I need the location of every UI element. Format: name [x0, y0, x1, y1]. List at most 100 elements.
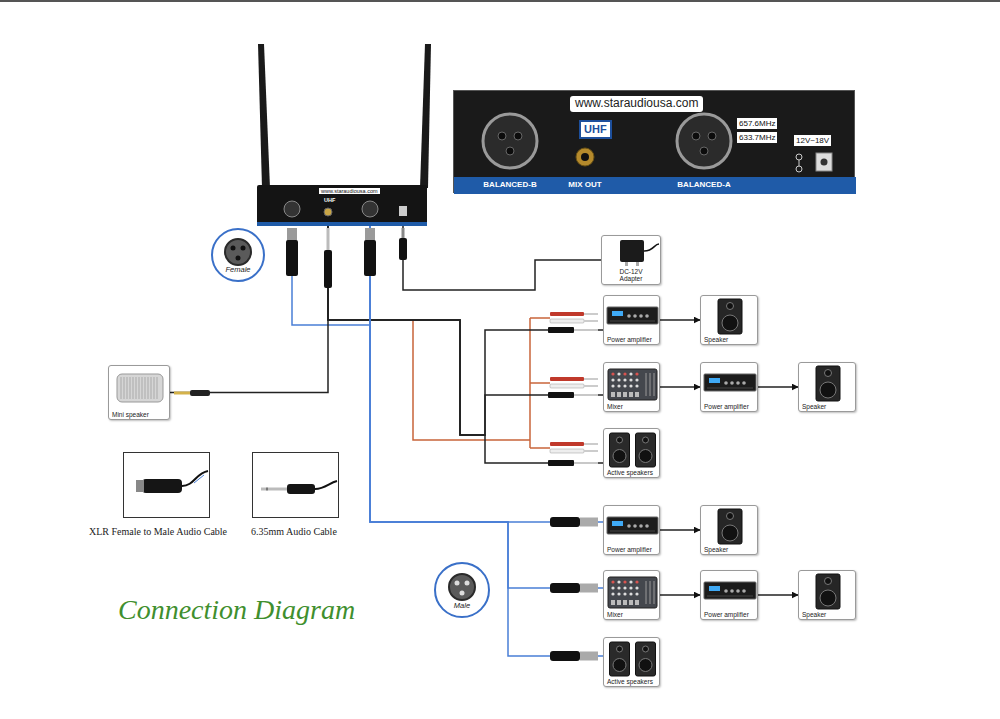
receiver-label: www.staraudiousa.com — [319, 188, 380, 194]
cable-sample: 6.35mm Audio Cable — [252, 452, 339, 518]
mixer-knob — [629, 592, 632, 595]
amplifier-knob — [627, 314, 631, 318]
wire — [530, 447, 550, 449]
xlr-socket — [362, 201, 378, 217]
amplifier-trim — [610, 531, 655, 532]
amplifier-body — [704, 582, 756, 599]
rca-plug — [550, 449, 584, 453]
xlr-hole — [236, 256, 241, 261]
speaker-cabinet — [636, 642, 656, 676]
panel-label: www.staraudiousa.com — [570, 96, 703, 112]
cable-stripe — [194, 475, 204, 483]
speaker-cabinet — [718, 299, 742, 334]
panel-label: UHF — [579, 120, 612, 139]
illus-group — [608, 577, 657, 608]
panel-label: BALANCED-A — [677, 180, 730, 189]
device-caption: Speaker — [802, 403, 826, 410]
cable-caption: 6.35mm Audio Cable — [251, 526, 337, 538]
illus-group — [816, 366, 840, 401]
xlr-pin — [708, 132, 716, 140]
device-caption: Mixer — [607, 403, 623, 410]
illus-group — [704, 374, 756, 391]
illus-group — [718, 299, 742, 334]
panel-label: 12V~18V — [794, 135, 831, 146]
jack-plug — [574, 329, 598, 331]
cable-line — [370, 226, 603, 588]
speaker-tweeter — [643, 646, 649, 652]
rca-plug — [584, 313, 598, 315]
device-caption: Active speakers — [607, 469, 653, 476]
illus-group — [607, 517, 658, 534]
cable — [315, 481, 337, 489]
amplifier-knob — [742, 589, 746, 593]
xlr-pin — [700, 147, 708, 155]
speaker-grille — [151, 377, 152, 399]
jack-plug — [548, 460, 574, 466]
amplifier-display — [612, 521, 623, 526]
amplifier-trim — [707, 596, 753, 597]
speaker-woofer — [820, 382, 836, 398]
mixer-fader — [629, 600, 633, 605]
device-box: Power amplifier — [700, 570, 758, 620]
xlr-plug — [580, 584, 598, 593]
xlr-plug — [550, 583, 580, 593]
mixer-fader — [650, 581, 651, 604]
mixer-body — [608, 369, 657, 400]
mixer-fader — [650, 373, 651, 396]
illus-group — [620, 240, 659, 266]
device-caption: Power amplifier — [704, 611, 749, 618]
device-box: Speaker — [798, 570, 856, 620]
diagram-title: Connection Diagram — [118, 594, 355, 626]
rca-plug — [584, 450, 598, 452]
device-box: Speaker — [700, 505, 758, 555]
receiver-label: UHF — [324, 197, 335, 203]
signal-arrow — [660, 386, 700, 388]
rca-plug — [550, 442, 584, 446]
device-box: Mini speaker — [108, 365, 170, 420]
amplifier-knob — [645, 524, 649, 528]
signal-arrow — [660, 594, 700, 596]
speaker-grille — [130, 377, 131, 399]
signal-arrow — [660, 319, 700, 321]
connector-callout: Male — [434, 562, 490, 618]
speaker-tweeter — [727, 303, 734, 310]
receiver-unit: www.staraudiousa.comUHF — [257, 185, 427, 226]
mixer-knob — [635, 378, 638, 381]
dc-socket — [821, 159, 828, 166]
device-illustration — [124, 453, 211, 519]
jack-socket — [576, 148, 594, 166]
device-caption: Power amplifier — [607, 336, 652, 343]
speaker-woofer — [613, 450, 626, 463]
mixer-knob — [629, 384, 632, 387]
speaker-grille — [142, 377, 143, 399]
mixer-fader — [611, 600, 615, 605]
amplifier-trim — [610, 321, 655, 322]
xlr-connector — [142, 479, 182, 493]
mixer-knob — [623, 378, 626, 381]
speaker-grille — [148, 377, 149, 399]
illus-group — [136, 471, 208, 493]
device-box: DC-12V Adapter — [601, 235, 661, 285]
polarity-symbol — [799, 160, 800, 166]
device-box: Active speakers — [603, 637, 660, 687]
rca-plug — [584, 378, 598, 380]
wire — [413, 320, 530, 440]
device-caption: Mixer — [607, 611, 623, 618]
mixer-knob — [623, 586, 626, 589]
device-box: Power amplifier — [603, 295, 660, 345]
amplifier-knob — [645, 314, 649, 318]
device-box: Mixer — [603, 362, 660, 412]
xlr-socket — [284, 201, 300, 217]
mixer-fader — [646, 581, 647, 604]
cable-line — [370, 226, 603, 522]
amplifier-body — [704, 374, 756, 391]
mixer-knob — [635, 580, 638, 583]
amplifier-knob — [730, 589, 734, 593]
signal-arrow — [758, 594, 798, 596]
amplifier-display — [612, 311, 623, 316]
xlr-pin — [498, 132, 506, 140]
polarity-symbol — [796, 166, 802, 172]
mixer-fader — [635, 392, 639, 397]
rca-plug — [550, 312, 584, 316]
jack-plug — [574, 462, 598, 464]
